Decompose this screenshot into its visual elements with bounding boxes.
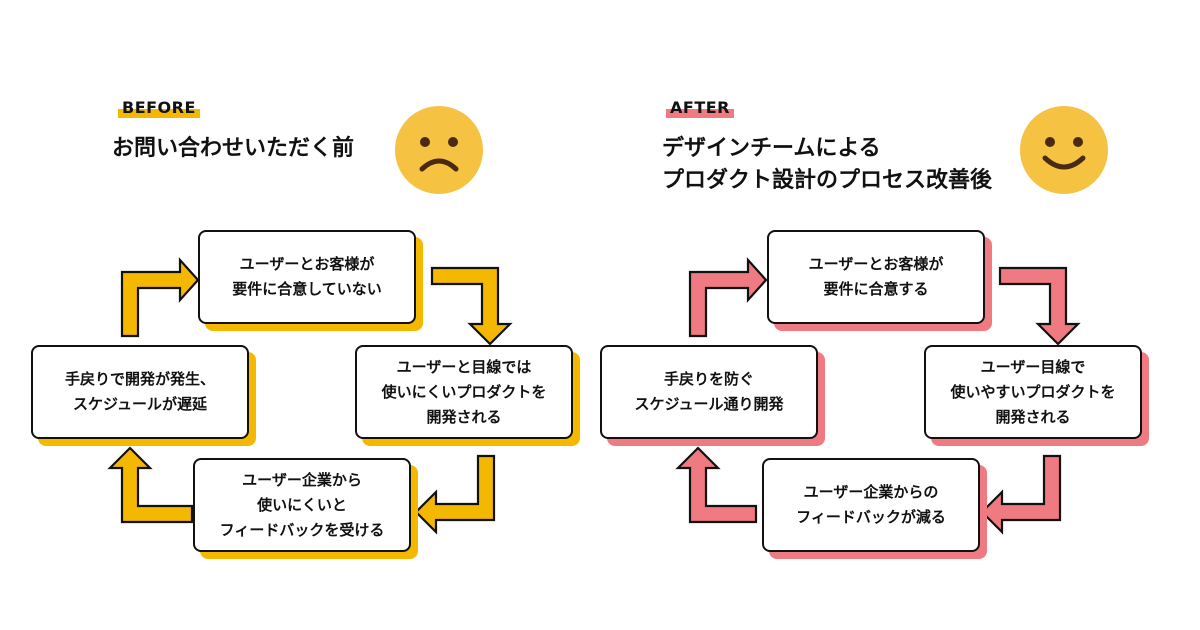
after-heading: デザインチームによる プロダクト設計のプロセス改善後 (662, 133, 992, 197)
after-box-left-text: 手戻りを防ぐ スケジュール通り開発 (634, 370, 784, 413)
before-box-bottom: ユーザー企業から 使いにくいと フィードバックを受ける (193, 458, 411, 552)
after-box-bottom-text: ユーザー企業からの フィードバックが減る (796, 483, 946, 526)
before-box-top-text: ユーザーとお客様が 要件に合意していない (232, 255, 382, 298)
before-arrow-top-to-right (430, 266, 513, 346)
smile-face-icon (1020, 106, 1108, 194)
after-heading-line2: プロダクト設計のプロセス改善後 (662, 168, 993, 193)
before-arrow-right-to-bottom (414, 454, 496, 535)
before-box-left: 手戻りで開発が発生、 スケジュールが遅延 (31, 345, 249, 439)
after-arrow-right-to-bottom (980, 454, 1062, 535)
before-box-bottom-text: ユーザー企業から 使いにくいと フィードバックを受ける (219, 470, 385, 539)
after-box-left: 手戻りを防ぐ スケジュール通り開発 (600, 345, 818, 439)
sad-face-icon (395, 106, 483, 194)
after-box-bottom: ユーザー企業からの フィードバックが減る (762, 458, 980, 552)
after-arrow-left-to-top (688, 257, 768, 338)
after-tag: AFTER (666, 98, 734, 118)
after-heading-line1: デザインチームによる (662, 136, 881, 161)
after-arrow-bottom-to-left (675, 446, 758, 524)
before-box-top: ユーザーとお客様が 要件に合意していない (198, 230, 416, 324)
after-box-top: ユーザーとお客様が 要件に合意する (767, 230, 985, 324)
before-arrow-left-to-top (120, 257, 200, 338)
before-box-right-text: ユーザーと目線では 使いにくいプロダクトを 開発される (381, 357, 547, 426)
before-box-left-text: 手戻りで開発が発生、 スケジュールが遅延 (64, 370, 215, 413)
after-box-top-text: ユーザーとお客様が 要件に合意する (808, 255, 944, 298)
before-arrow-bottom-to-left (107, 446, 194, 524)
before-heading: お問い合わせいただく前 (112, 136, 355, 161)
before-tag: BEFORE (118, 98, 200, 118)
before-box-right: ユーザーと目線では 使いにくいプロダクトを 開発される (355, 345, 573, 439)
after-box-right: ユーザー目線で 使いやすいプロダクトを 開発される (924, 345, 1142, 439)
after-box-right-text: ユーザー目線で 使いやすいプロダクトを 開発される (950, 357, 1116, 426)
after-arrow-top-to-right (998, 266, 1081, 346)
